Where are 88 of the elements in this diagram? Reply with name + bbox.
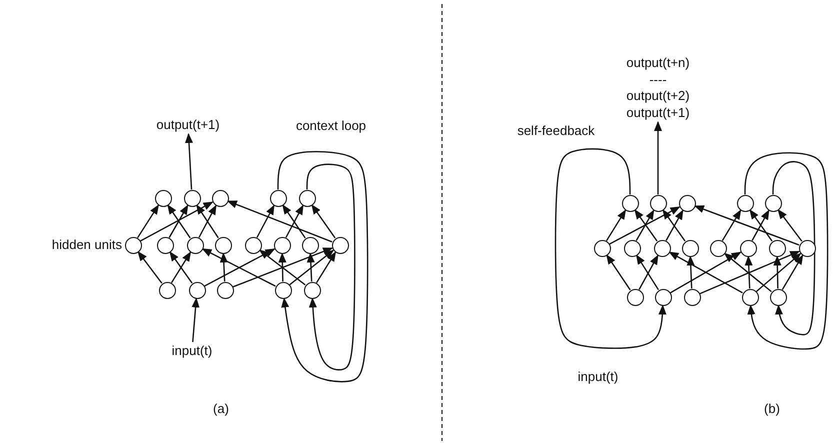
neuron-circle [736, 194, 754, 212]
neuron-circle [742, 288, 758, 306]
neuron-circle [332, 236, 348, 254]
node-text: ---- [649, 72, 667, 88]
neuron-circle [654, 240, 670, 256]
neuron-circle [768, 240, 786, 256]
arrow [724, 252, 772, 292]
arrow [778, 208, 802, 242]
neuron-circle [154, 190, 172, 206]
neuron-circle [158, 282, 176, 298]
arrow [306, 164, 356, 370]
neuron-circle [212, 190, 228, 206]
input-label: input(t) [578, 369, 618, 385]
neuron-circle [304, 282, 320, 298]
arrow [666, 210, 684, 241]
arrow [258, 250, 306, 286]
panel-caption: (b) [764, 401, 780, 417]
arrow [609, 206, 680, 245]
neuron-circle [188, 282, 206, 298]
neuron-circle [798, 240, 816, 256]
arrow [554, 148, 666, 349]
arrow [277, 151, 368, 382]
arrow [722, 209, 742, 242]
neuron-circle [770, 288, 786, 306]
arrow [606, 254, 631, 290]
neuron-circle [764, 194, 782, 212]
neuron-circle [244, 236, 262, 254]
neuron-circle [678, 194, 696, 212]
neuron-circle [274, 236, 290, 254]
neuron-circle [186, 236, 204, 254]
neuron-circle [270, 190, 286, 206]
arrow [694, 205, 800, 246]
arrow [756, 252, 802, 292]
neuron-circle [214, 236, 232, 254]
node-text: output(t+1) [156, 116, 220, 134]
arrow [137, 204, 159, 238]
arrow [744, 256, 753, 289]
neuron-circle [216, 282, 234, 298]
node-text: output(t+n) [626, 55, 690, 72]
node-text: input(t) [172, 342, 212, 360]
arrow [772, 161, 816, 336]
layer-label: hidden units [52, 237, 122, 253]
loop-label: self-feedback [517, 123, 595, 139]
arrow [192, 297, 200, 342]
arrow [744, 152, 828, 350]
neuron-circle [594, 240, 610, 256]
neuron-circle [302, 236, 318, 254]
loop-label: context loop [296, 118, 366, 134]
neuron-circle [710, 240, 726, 256]
arrow [636, 210, 654, 241]
neuron-circle [156, 236, 174, 254]
neuron-circle [682, 240, 698, 256]
arrow [256, 204, 275, 238]
node-text: output(t+2) [626, 88, 690, 104]
arrow [185, 133, 193, 190]
arrow [289, 250, 334, 286]
arrow [700, 250, 800, 294]
neuron-circle [184, 190, 200, 206]
arrow [782, 254, 804, 290]
arrow [749, 209, 773, 242]
arrow [634, 209, 658, 242]
arrow [140, 201, 214, 242]
arrow [316, 251, 336, 284]
arrow [606, 209, 626, 242]
neuron-circle [626, 288, 644, 306]
arrow [662, 209, 686, 242]
neuron-circle [684, 288, 700, 306]
arrow [654, 121, 662, 194]
arrow [306, 252, 315, 282]
arrow [773, 256, 782, 289]
arrow [278, 252, 286, 282]
neuron-circle [624, 240, 640, 256]
arrow [226, 200, 332, 242]
neuron-circle [622, 194, 638, 212]
neuron-circle [650, 194, 666, 212]
arrow [232, 248, 334, 288]
arrow [311, 204, 336, 238]
arrow [138, 250, 162, 284]
neuron-circle [740, 240, 756, 256]
arrow [686, 256, 695, 289]
arrow [220, 252, 228, 282]
neuron-circle [124, 236, 142, 254]
neuron-circle [298, 190, 316, 206]
node-text: output(t+1) [626, 104, 690, 121]
arrow [752, 210, 770, 241]
neuron-circle [274, 282, 292, 298]
neuron-circle [654, 288, 672, 306]
panel-caption: (a) [213, 401, 229, 417]
